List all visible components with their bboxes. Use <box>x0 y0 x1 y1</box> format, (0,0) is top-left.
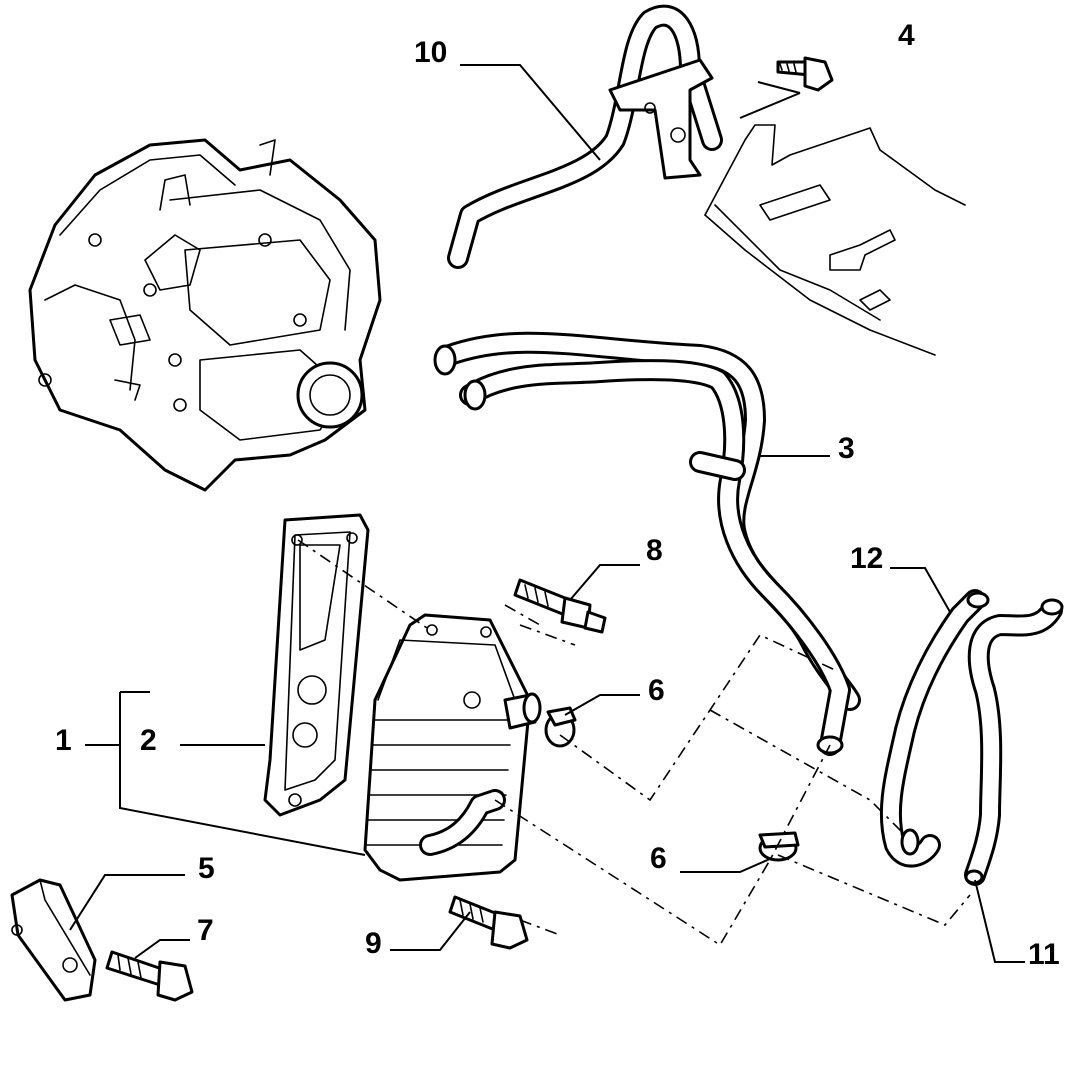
callout-3: 3 <box>838 432 855 465</box>
pipe-3 <box>433 331 861 756</box>
callout-8: 8 <box>646 534 663 567</box>
gearbox-housing <box>28 138 382 492</box>
callout-4: 4 <box>898 19 915 52</box>
callout-11: 11 <box>1028 938 1060 971</box>
callout-7: 7 <box>197 914 214 947</box>
oil-cooler <box>363 613 542 882</box>
hose-11 <box>964 598 1064 886</box>
bolt-4 <box>776 56 834 92</box>
callout-6-upper: 6 <box>648 674 665 707</box>
mounting-tray <box>704 124 966 356</box>
callout-12: 12 <box>850 542 883 575</box>
bracket-5 <box>10 878 97 1002</box>
clamp-6-upper <box>544 706 577 748</box>
callout-1: 1 <box>55 724 72 757</box>
bolt-8 <box>513 578 607 634</box>
callout-6-lower: 6 <box>650 842 667 875</box>
bolt-9 <box>448 895 529 950</box>
callout-9: 9 <box>365 927 382 960</box>
callout-5: 5 <box>198 852 215 885</box>
bolt-7 <box>105 950 194 1002</box>
callout-2: 2 <box>140 724 157 757</box>
callout-10: 10 <box>414 36 447 69</box>
gasket-2 <box>263 513 370 817</box>
clamp-6-lower <box>758 831 800 862</box>
hose-12 <box>879 589 990 868</box>
hose-10 <box>447 4 723 269</box>
